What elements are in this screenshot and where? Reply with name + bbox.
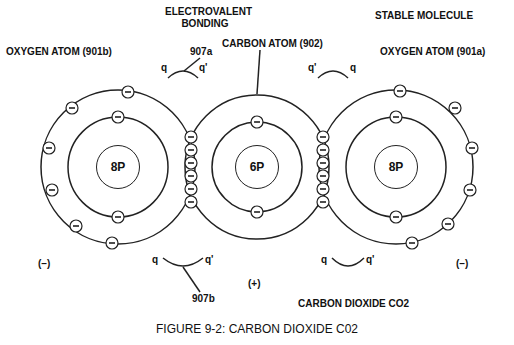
electron-symbol [394, 85, 406, 97]
minus-sign [445, 223, 451, 225]
minus-sign [320, 136, 326, 138]
charge-label: q' [366, 254, 375, 266]
bonding-label: ELECTROVALENT BONDING [165, 6, 245, 29]
atom-label: OXYGEN ATOM (901a) [380, 46, 485, 58]
minus-sign [409, 242, 415, 244]
electron-symbol [317, 157, 329, 169]
charge-label: q [152, 254, 158, 266]
electron-symbol [43, 142, 55, 154]
minus-sign [46, 147, 52, 149]
minus-sign [393, 216, 399, 218]
figure-caption: FIGURE 9-2: CARBON DIOXIDE C02 [0, 322, 514, 336]
electron-symbol [317, 183, 329, 195]
minus-sign [469, 147, 475, 149]
minus-sign [49, 189, 55, 191]
electron-symbol [106, 237, 118, 249]
minus-sign [254, 121, 260, 123]
minus-sign [188, 149, 194, 151]
minus-sign [125, 91, 131, 93]
minus-sign [393, 116, 399, 118]
electron-symbol [251, 206, 263, 218]
electron-symbol [317, 144, 329, 156]
electron-symbol [66, 102, 78, 114]
electron-symbol [251, 116, 263, 128]
callout-number: 907b [192, 293, 215, 305]
electron-symbol [406, 237, 418, 249]
proton-count: 8P [389, 160, 404, 174]
proton-count: 8P [111, 160, 126, 174]
minus-sign [397, 90, 403, 92]
charge-label: q' [205, 254, 214, 266]
electron-symbol [464, 184, 476, 196]
nucleus-circle: 8P [374, 145, 418, 189]
minus-sign [320, 201, 326, 203]
nucleus-circle: 6P [235, 145, 279, 189]
electron-symbol [466, 142, 478, 154]
minus-sign [115, 116, 121, 118]
electron-symbol [449, 102, 461, 114]
minus-sign [115, 216, 121, 218]
minus-sign [188, 175, 194, 177]
polarity-label: (–) [456, 258, 468, 270]
electron-symbol [390, 111, 402, 123]
electron-symbol [317, 196, 329, 208]
minus-sign [254, 211, 260, 213]
minus-sign [320, 188, 326, 190]
electron-symbol [70, 220, 82, 232]
electron-symbol [317, 131, 329, 143]
minus-sign [467, 189, 473, 191]
minus-sign [320, 175, 326, 177]
atom-label: OXYGEN ATOM (901b) [6, 46, 112, 58]
minus-sign [73, 225, 79, 227]
electron-symbol [185, 157, 197, 169]
minus-sign [188, 201, 194, 203]
molecule-label: CARBON DIOXIDE CO2 [298, 298, 409, 310]
nucleus-circle: 8P [96, 145, 140, 189]
atom-label: CARBON ATOM (902) [222, 38, 323, 50]
minus-sign [452, 107, 458, 109]
minus-sign [69, 107, 75, 109]
minus-sign [109, 242, 115, 244]
electron-symbol [185, 183, 197, 195]
electron-symbol [317, 170, 329, 182]
electron-symbol [122, 86, 134, 98]
callout-number: 907a [190, 46, 212, 58]
charge-label: q [350, 62, 356, 74]
charge-label: q' [199, 62, 208, 74]
polarity-label: (–) [38, 258, 50, 270]
minus-sign [188, 136, 194, 138]
electron-symbol [185, 144, 197, 156]
electron-symbol [390, 211, 402, 223]
minus-sign [320, 149, 326, 151]
minus-sign [320, 162, 326, 164]
polarity-label: (+) [248, 278, 261, 290]
electron-symbol [112, 211, 124, 223]
minus-sign [188, 188, 194, 190]
electron-symbol [112, 111, 124, 123]
electron-symbol [185, 131, 197, 143]
electron-symbol [185, 196, 197, 208]
charge-label: q [161, 62, 167, 74]
charge-label: q' [308, 62, 317, 74]
molecule-label: STABLE MOLECULE [375, 10, 473, 22]
minus-sign [188, 162, 194, 164]
electron-symbol [442, 218, 454, 230]
electron-symbol [185, 170, 197, 182]
charge-label: q [321, 254, 327, 266]
proton-count: 6P [250, 160, 265, 174]
electron-symbol [46, 184, 58, 196]
